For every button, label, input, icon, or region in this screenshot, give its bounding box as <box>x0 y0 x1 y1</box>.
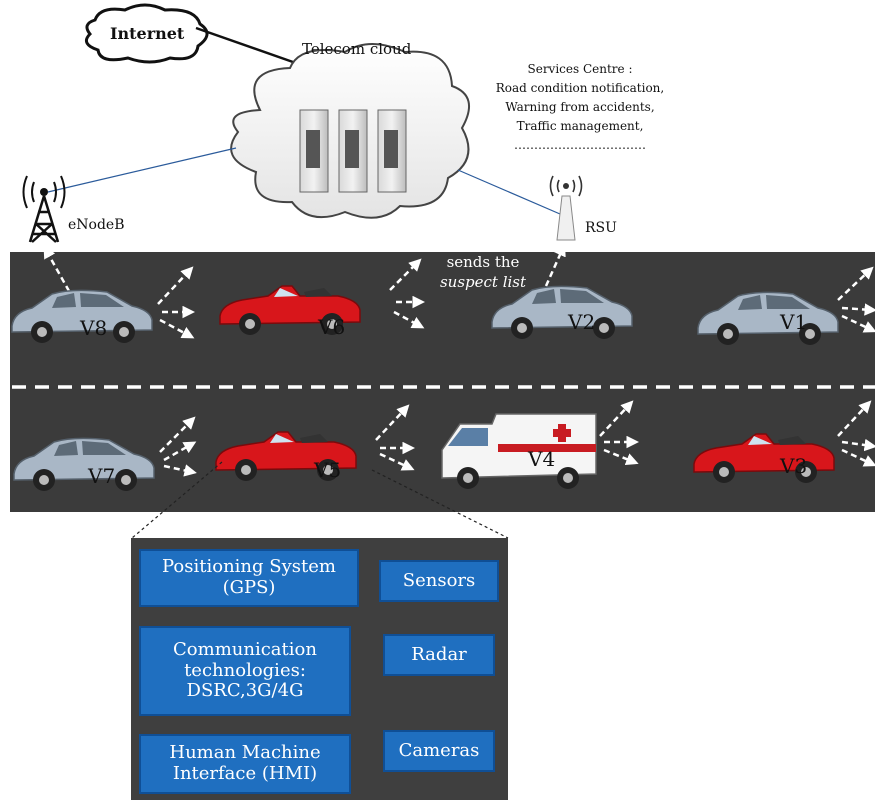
ambulance-v4 <box>441 413 597 489</box>
vehicle-label-v6: V6 <box>318 315 346 339</box>
service-item: Warning from accidents, <box>505 100 655 114</box>
vehicle-label-v1: V1 <box>780 310 808 334</box>
enodeb-link <box>47 147 237 193</box>
communication-box: Communication technologies: DSRC,3G/4G <box>139 626 351 716</box>
service-item: Traffic management, <box>516 119 644 133</box>
rsu-link <box>457 169 561 215</box>
radar-box: Radar <box>383 634 495 676</box>
cameras-box: Cameras <box>383 730 495 772</box>
service-item: …………………………… <box>514 138 646 152</box>
hmi-box: Human Machine Interface (HMI) <box>139 734 351 794</box>
callout-line-right <box>371 469 509 539</box>
rsu-suspect-arrow <box>544 243 566 287</box>
internet-cloud-shape <box>84 3 209 64</box>
enodeb-tower-icon <box>22 175 66 243</box>
vehicle-label-v8: V8 <box>80 316 108 340</box>
rsu-antenna-icon <box>549 175 583 241</box>
suspect-list-text: suspect list <box>439 273 527 291</box>
vehicle-label-v4: V4 <box>528 447 556 471</box>
sensors-box: Sensors <box>379 560 499 602</box>
broadcast-arrows <box>157 258 875 477</box>
enodeb-label: eNodeB <box>68 217 125 233</box>
vehicle-label-v2: V2 <box>568 310 596 334</box>
sends-suspect-list-text: sends the suspect list <box>428 252 538 292</box>
vehicle-label-v5: V5 <box>314 458 342 482</box>
services-centre-text: Services Centre : Road condition notific… <box>470 60 690 155</box>
internet-label: Internet <box>110 24 185 43</box>
services-heading: Services Centre : <box>527 62 633 76</box>
vehicle-label-v7: V7 <box>88 464 116 488</box>
internet-link <box>195 26 311 70</box>
callout-line-left <box>131 461 223 539</box>
service-item: Road condition notification, <box>495 81 665 95</box>
server-rack <box>299 109 407 193</box>
vehicle-label-v3: V3 <box>780 454 808 478</box>
rsu-label: RSU <box>585 220 617 236</box>
sends-the-text: sends the <box>446 253 520 271</box>
telecom-cloud-label: Telecom cloud <box>302 40 412 58</box>
gps-box: Positioning System (GPS) <box>139 549 359 607</box>
